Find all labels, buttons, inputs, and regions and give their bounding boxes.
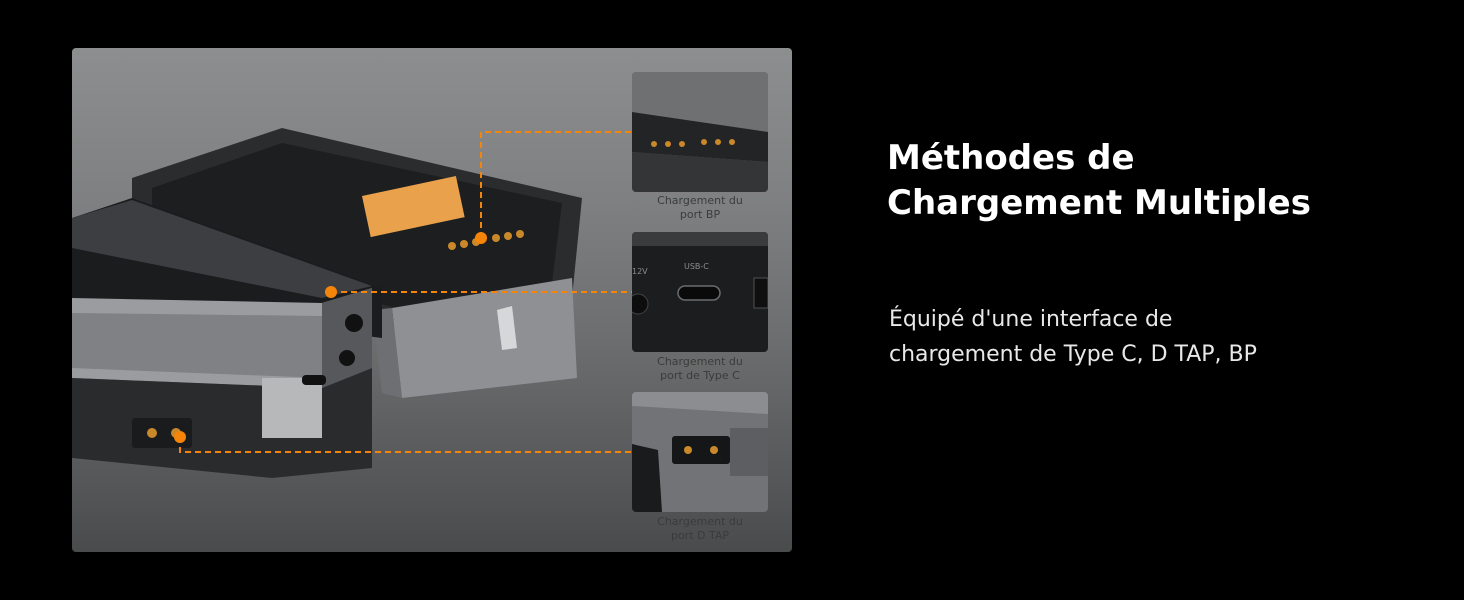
d-tap-port-detail — [632, 392, 768, 512]
bp-port-detail — [632, 72, 768, 192]
caption-d-tap-line2: port D TAP — [670, 529, 730, 542]
caption-bp-line1: Chargement du — [657, 194, 743, 207]
inset-bp-port — [632, 72, 768, 192]
inset-type-c-port: USB-C 12V — [632, 232, 768, 352]
description-line1: Équipé d'une interface de — [889, 307, 1173, 332]
twelve-v-port-label: 12V — [632, 267, 648, 276]
caption-d-tap-port: Chargement du port D TAP — [632, 515, 768, 543]
headline-line2: Chargement Multiples — [887, 183, 1311, 223]
usb-c-port-label: USB-C — [684, 262, 709, 271]
description: Équipé d'une interface de chargement de … — [889, 302, 1409, 372]
caption-bp-line2: port BP — [679, 208, 721, 221]
product-photo-panel: Chargement du port BP USB-C 12V Chargeme… — [72, 48, 792, 552]
caption-type-c-line1: Chargement du — [657, 355, 743, 368]
headline-line1: Méthodes de — [887, 138, 1135, 178]
headline: Méthodes de Chargement Multiples — [887, 136, 1407, 226]
battery-unit — [72, 198, 382, 478]
caption-type-c-line2: port de Type C — [660, 369, 740, 382]
caption-type-c-port: Chargement du port de Type C — [632, 355, 768, 383]
caption-d-tap-line1: Chargement du — [657, 515, 743, 528]
caption-bp-port: Chargement du port BP — [632, 194, 768, 222]
type-c-port-detail: USB-C 12V — [632, 232, 768, 352]
product-illustration — [72, 128, 632, 478]
inset-d-tap-port — [632, 392, 768, 512]
description-line2: chargement de Type C, D TAP, BP — [889, 342, 1257, 367]
